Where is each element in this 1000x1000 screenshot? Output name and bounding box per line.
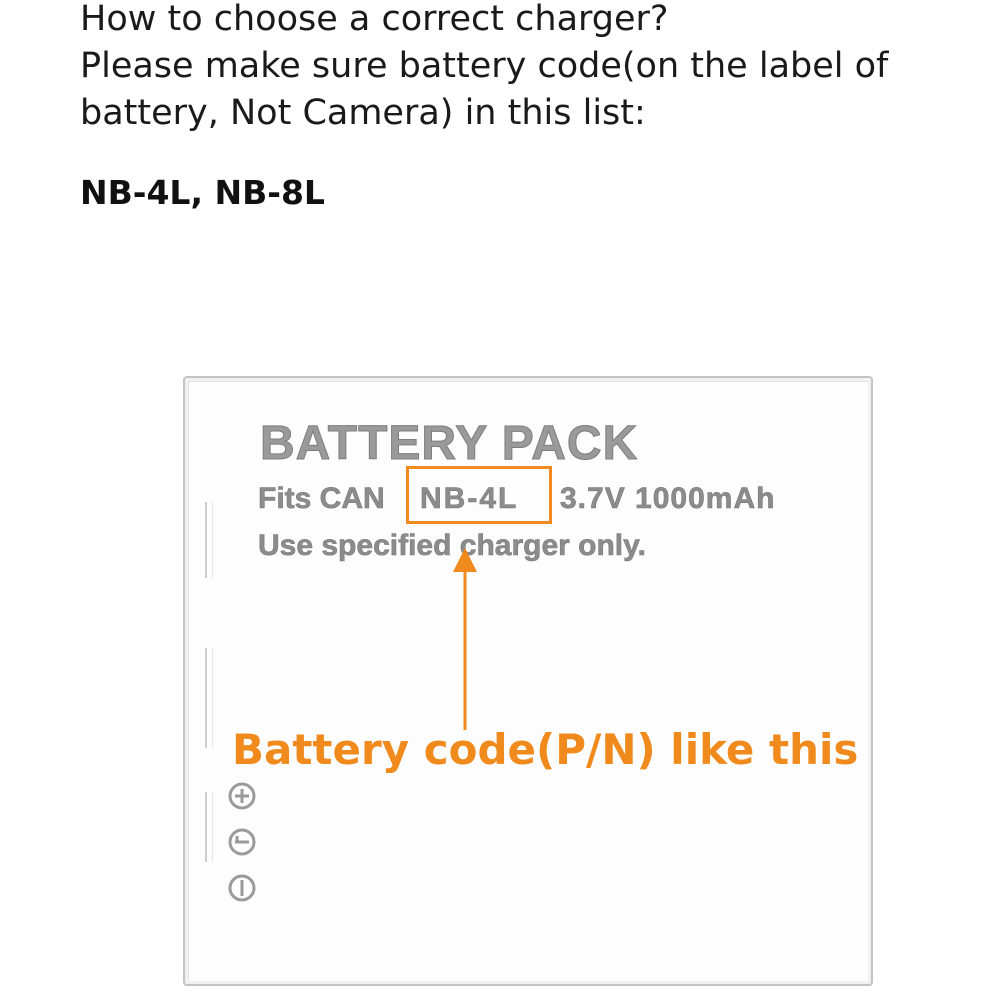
battery-label-code: NB-4L: [420, 482, 519, 516]
battery-label-fits: Fits CAN: [258, 482, 385, 516]
battery-label-specs: 3.7V 1000mAh: [560, 482, 776, 516]
battery-groove: [205, 792, 213, 862]
battery-illustration: [183, 376, 873, 986]
info-terminal-icon: [228, 874, 256, 902]
battery-groove: [205, 502, 213, 578]
intro-text: How to choose a correct charger? Please …: [80, 0, 960, 137]
intro-instruction-line-1: Please make sure battery code(on the lab…: [80, 46, 889, 86]
plus-terminal-icon: [228, 782, 256, 810]
battery-code-highlight-box: [406, 466, 552, 524]
compatible-codes-list: NB-4L, NB-8L: [80, 173, 325, 212]
battery-label-warning: Use specified charger only.: [258, 529, 647, 563]
battery-groove: [205, 648, 213, 748]
intro-instruction-line-2: battery, Not Camera) in this list:: [80, 93, 646, 133]
minus-terminal-icon: [228, 828, 256, 856]
intro-question: How to choose a correct charger?: [80, 0, 669, 39]
battery-code-callout: Battery code(P/N) like this: [232, 725, 859, 774]
battery-label-title: BATTERY PACK: [259, 417, 639, 470]
arrow-up-icon: [453, 548, 477, 730]
